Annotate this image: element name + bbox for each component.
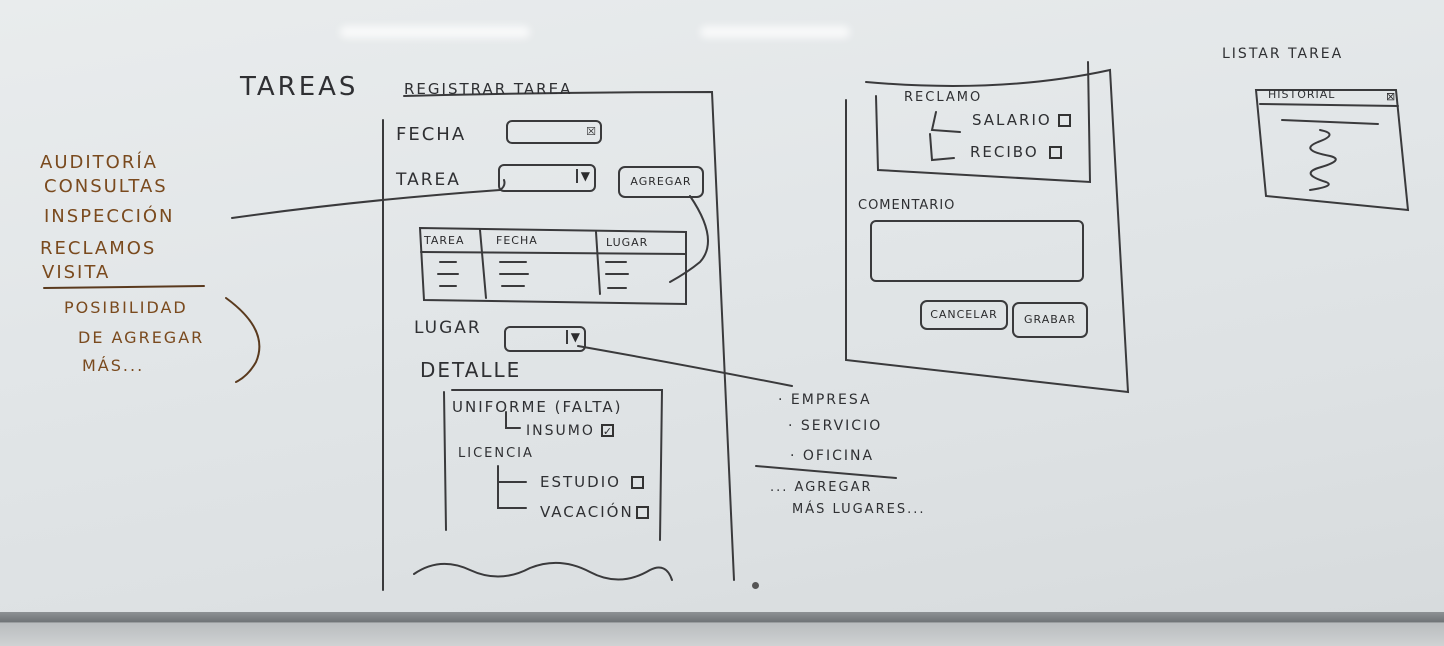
tipo-tarea-1: AUDITORÍA [40,152,158,173]
insumo-label: INSUMO [526,423,595,439]
licencia-option: LICENCIA [458,446,534,461]
lugar-item-1: · EMPRESA [778,392,872,408]
vacacion-label: VACACIÓN [540,503,634,521]
whiteboard-glare [700,26,850,38]
tipo-tarea-3: INSPECCIÓN [44,206,175,227]
insumo-option[interactable]: INSUMO [526,420,614,439]
tipo-tarea-5: VISITA [42,262,111,283]
lugares-nota-1: ... AGREGAR [770,480,873,495]
salario-option[interactable]: SALARIO [972,110,1071,129]
page-title: TAREAS [240,72,359,102]
vacacion-option[interactable]: VACACIÓN [540,502,649,521]
tipo-tarea-2: CONSULTAS [44,176,168,197]
chevron-down-icon[interactable]: ▼ [575,169,590,183]
agregar-button[interactable]: AGREGAR [618,166,704,198]
estudio-checkbox[interactable] [630,476,644,489]
salario-checkbox[interactable] [1057,114,1071,127]
table-header-lugar: LUGAR [606,236,649,249]
vacacion-checkbox[interactable] [635,506,649,519]
nota-agregar-2: DE AGREGAR [78,328,205,347]
board-screw [752,582,759,589]
whiteboard-tray [0,612,1444,646]
chevron-down-icon[interactable]: ▼ [565,330,580,344]
lugares-nota-2: MÁS LUGARES... [792,502,926,517]
reclamo-label: RECLAMO [904,90,983,105]
comentario-textarea[interactable] [870,220,1084,282]
calendar-icon[interactable]: ☒ [586,125,596,138]
cancelar-button[interactable]: CANCELAR [920,300,1008,330]
fecha-label: FECHA [396,124,467,145]
lugar-dropdown[interactable]: ▼ [504,326,586,352]
insumo-checkbox[interactable] [600,424,614,437]
estudio-option[interactable]: ESTUDIO [540,472,644,491]
listar-title: LISTAR TAREA [1222,46,1344,62]
whiteboard-glare [340,26,530,38]
recibo-label: RECIBO [970,143,1039,161]
grabar-button[interactable]: GRABAR [1012,302,1088,338]
lugar-label: LUGAR [414,318,482,338]
tipo-tarea-4: RECLAMOS [40,238,157,259]
uniforme-option: UNIFORME (FALTA) [452,398,623,416]
table-header-fecha: FECHA [496,234,538,247]
salario-label: SALARIO [972,111,1052,129]
recibo-option[interactable]: RECIBO [970,142,1062,161]
tarea-label: TAREA [396,170,461,190]
nota-agregar-3: MÁS... [82,356,145,375]
lugar-item-2: · SERVICIO [788,418,883,434]
nota-agregar-1: POSIBILIDAD [64,298,188,317]
comentario-label: COMENTARIO [858,198,956,213]
recibo-checkbox[interactable] [1048,146,1062,159]
historial-label: HISTORIAL [1268,88,1336,101]
fecha-input[interactable]: ☒ [506,120,602,144]
tarea-dropdown[interactable]: ▼ [498,164,596,192]
estudio-label: ESTUDIO [540,473,621,491]
lugar-item-3: · OFICINA [790,448,875,464]
registrar-title: REGISTRAR TAREA [404,80,573,98]
close-icon[interactable]: ⊠ [1386,90,1396,103]
table-header-tarea: TAREA [424,234,465,247]
detalle-label: DETALLE [420,358,522,382]
